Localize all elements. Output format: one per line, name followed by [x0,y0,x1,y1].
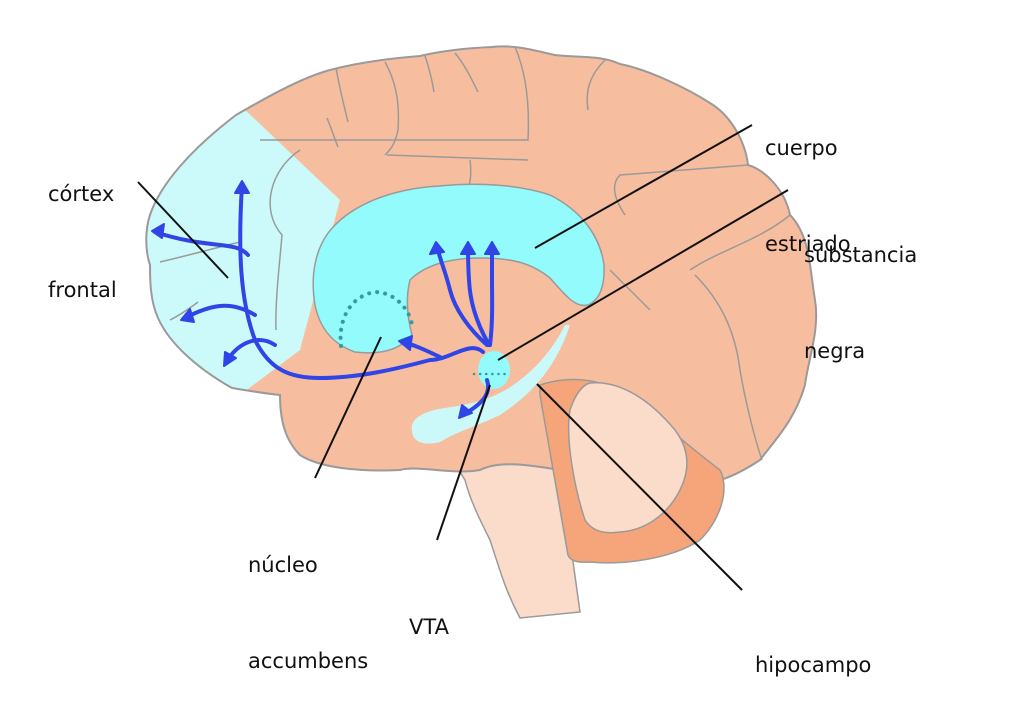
leader-lines [137,124,789,591]
label-line: córtex [48,182,115,206]
arrowhead-icon [398,335,413,351]
cortex-outline [145,45,818,485]
label-line: accumbens [248,649,369,673]
label-line: frontal [48,278,117,302]
leader-frontal-cortex [137,181,229,279]
frontal-branch-1 [153,230,250,257]
label-nucleus-accumbens: núcleo accumbens [248,485,368,709]
arrowhead-icon [460,241,476,255]
label-substantia-nigra: substancia negra [804,175,917,399]
arrowhead-icon [484,241,500,255]
leader-vta [436,384,491,541]
leader-nucleus-accumbens [314,336,382,479]
striatum-region [312,183,605,354]
label-line: negra [804,339,866,363]
nigrostriatal-pathway-1 [435,244,489,347]
leader-substantia-nigra [497,189,789,361]
cerebral-cortex [146,46,817,484]
brain-diagram [137,45,818,619]
sulci [159,46,791,461]
label-line: VTA [409,615,449,639]
arrowhead-icon [234,180,250,194]
label-striatum: cuerpo estriado [765,68,851,292]
arrowhead-icon [223,351,237,367]
label-line: substancia [804,243,918,267]
leader-hippocampus [536,383,743,591]
label-line: estriado [765,232,851,256]
arrowhead-icon [151,223,165,239]
arrowhead-icon [429,241,445,255]
nigrostriatal-pathway-3 [488,244,495,347]
label-frontal-cortex: córtex frontal [48,114,117,338]
label-line: hipocampo [755,653,872,677]
leader-striatum [534,124,753,249]
label-hippocampus: hipocampo [755,585,871,713]
hippocampus-region [411,325,570,444]
label-line: núcleo [248,553,318,577]
arrowheads [151,180,500,419]
label-vta: VTA [409,547,449,675]
arrowhead-icon [180,308,195,323]
arrowhead-icon [458,404,473,419]
label-line: cuerpo [765,136,838,160]
cerebellum-inner [567,381,688,534]
